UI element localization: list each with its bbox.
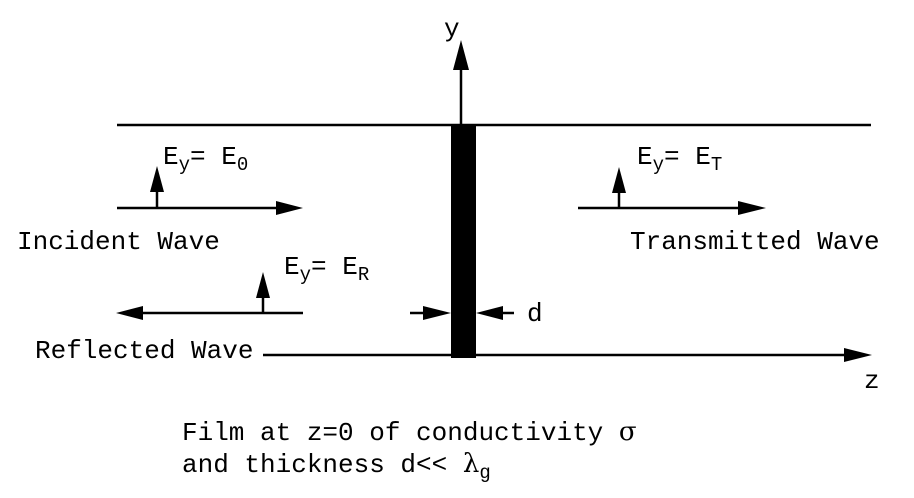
thickness-label: d (527, 299, 543, 329)
incident-wave-label: Incident Wave (17, 227, 220, 257)
z-axis-arrowhead (844, 348, 872, 362)
reflected-field-label: Ey= ER (284, 252, 369, 286)
caption-line-1: Film at z=0 of conductivity σ (182, 417, 637, 448)
transmitted-wave-label: Transmitted Wave (630, 227, 880, 257)
incident-wave: Ey= E0 Incident Wave (17, 142, 303, 257)
reflected-wave: Ey= ER Reflected Wave (35, 252, 369, 366)
y-axis-label: y (444, 14, 460, 44)
transmitted-field-label: Ey= ET (637, 142, 722, 176)
incident-field-label: Ey= E0 (163, 142, 248, 176)
transmitted-wave: Ey= ET Transmitted Wave (578, 142, 880, 257)
z-axis-label: z (864, 366, 880, 396)
conducting-film (451, 125, 476, 358)
thickness-dimension: d (410, 299, 543, 329)
reflected-wave-label: Reflected Wave (35, 336, 253, 366)
caption-line-2: and thickness d<< λg (182, 449, 491, 484)
y-axis-arrowhead (453, 40, 469, 70)
